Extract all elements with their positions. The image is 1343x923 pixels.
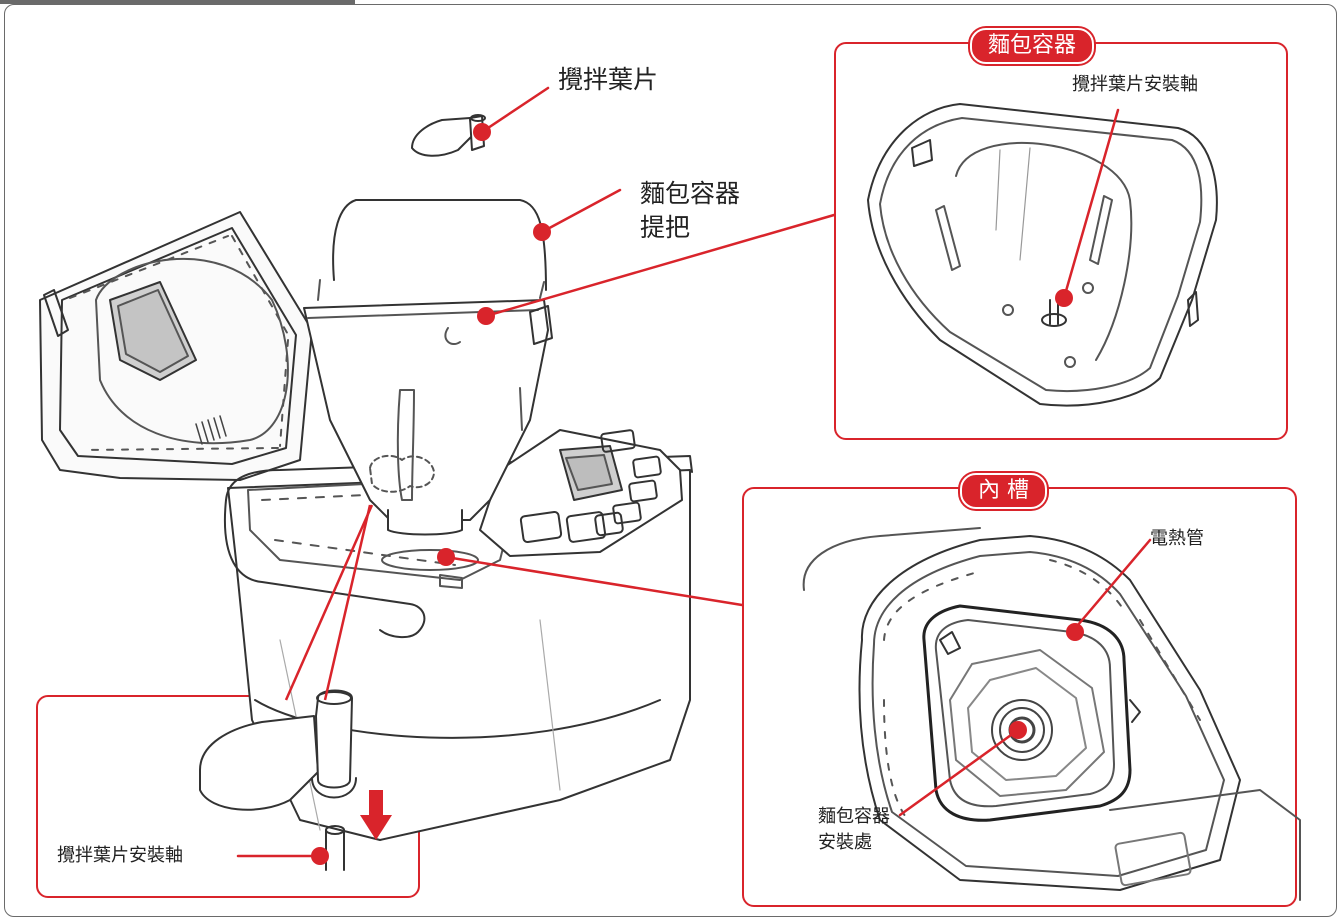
shaft-detail-drawing [199,689,357,871]
pan-mount-label-line1: 麵包容器 [818,806,890,827]
shaft-label-top: 攪拌葉片安裝軸 [1072,74,1198,95]
control-panel [479,429,683,557]
pan-handle-label-line1: 麵包容器 [640,179,741,208]
shaft-label-bottom: 攪拌葉片安裝軸 [57,845,183,866]
chamber-detail-drawing [802,527,1301,901]
arrow-down-icon [360,790,392,840]
pan-badge: 麵包容器 [970,28,1095,64]
pan-detail-drawing [867,103,1218,407]
paddle-label: 攪拌葉片 [558,65,659,94]
pan-handle-label-line2: 提把 [640,213,691,242]
open-lid [39,211,313,481]
diagram-frame [4,4,1337,917]
pan-mount-label-line2: 安裝處 [818,832,872,853]
bread-pan [303,199,553,536]
chamber-badge: 內 槽 [960,473,1047,509]
heater-label: 電熱管 [1150,528,1204,549]
frame-top-bar [0,0,355,4]
